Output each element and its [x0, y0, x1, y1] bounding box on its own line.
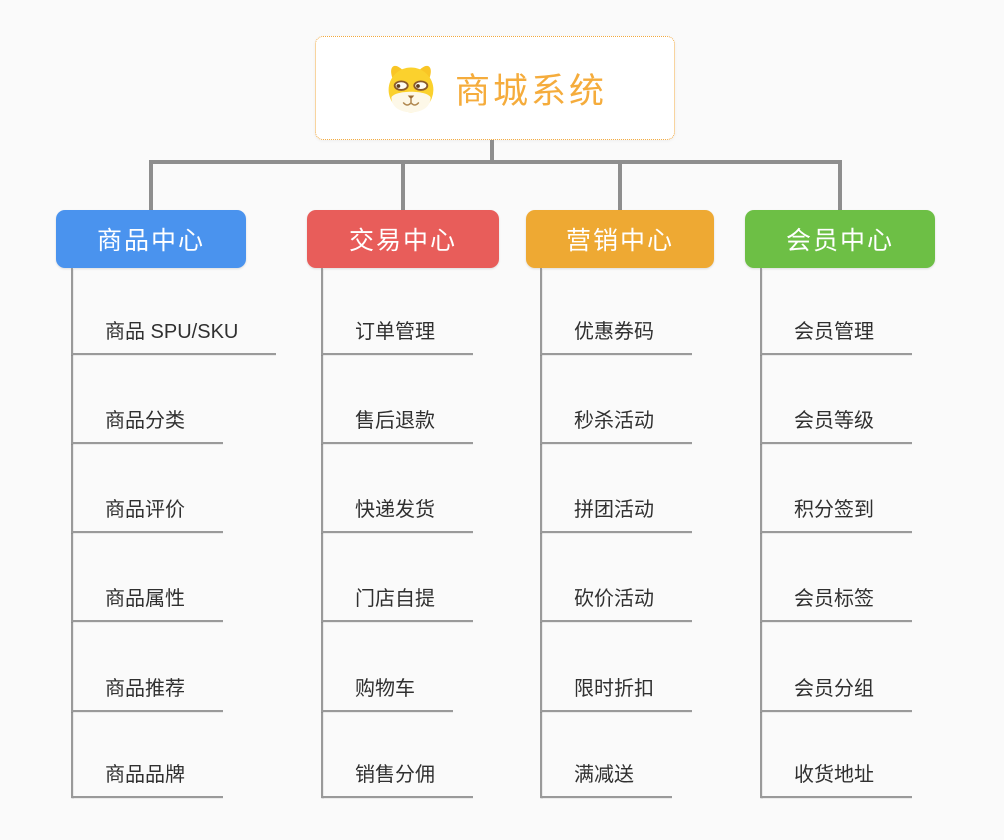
- subtopic-product-attribute[interactable]: 商品属性: [71, 585, 223, 622]
- subtopic-shopping-cart[interactable]: 购物车: [321, 675, 453, 712]
- branch-children-member: 会员管理 会员等级 积分签到 会员标签 会员分组 收货地址: [760, 268, 1004, 802]
- subtopic-group-buying[interactable]: 拼团活动: [540, 496, 692, 533]
- connector-trunk-member: [760, 268, 762, 798]
- subtopic-express-delivery[interactable]: 快递发货: [321, 496, 473, 533]
- subtopic-shipping-address[interactable]: 收货地址: [760, 761, 912, 798]
- branch-product-center[interactable]: 商品中心: [56, 210, 246, 268]
- subtopic-flash-sale[interactable]: 秒杀活动: [540, 407, 692, 444]
- connector-drop-products: [149, 162, 153, 210]
- subtopic-after-sale-refund[interactable]: 售后退款: [321, 407, 473, 444]
- subtopic-coupon-codes[interactable]: 优惠券码: [540, 318, 692, 355]
- connector-root-trunk: [490, 140, 494, 162]
- subtopic-order-management[interactable]: 订单管理: [321, 318, 473, 355]
- subtopic-member-groups[interactable]: 会员分组: [760, 675, 912, 712]
- root-topic-label: 商城系统: [454, 71, 607, 111]
- subtopic-member-management[interactable]: 会员管理: [760, 318, 912, 355]
- subtopic-product-spu-sku[interactable]: 商品 SPU/SKU: [71, 318, 277, 355]
- subtopic-product-category[interactable]: 商品分类: [71, 407, 223, 444]
- subtopic-product-brand[interactable]: 商品品牌: [71, 761, 223, 798]
- connector-drop-members: [838, 162, 842, 210]
- doge-icon: [388, 65, 434, 113]
- subtopic-product-recommend[interactable]: 商品推荐: [71, 675, 223, 712]
- connector-drop-trade: [401, 162, 405, 210]
- subtopic-sales-commission[interactable]: 销售分佣: [321, 761, 473, 798]
- connector-trunk-trade: [321, 268, 323, 798]
- connector-trunk-product: [71, 268, 73, 798]
- connector-rail: [149, 160, 842, 164]
- subtopic-member-level[interactable]: 会员等级: [760, 407, 912, 444]
- subtopic-store-pickup[interactable]: 门店自提: [321, 585, 473, 622]
- connector-trunk-marketing: [540, 268, 542, 798]
- branch-children-trade: 订单管理 售后退款 快递发货 门店自提 购物车 销售分佣: [321, 268, 571, 802]
- subtopic-spend-and-save[interactable]: 满减送: [540, 761, 672, 798]
- branch-marketing-center[interactable]: 营销中心: [526, 210, 714, 268]
- branch-children-product: 商品 SPU/SKU 商品分类 商品评价 商品属性 商品推荐 商品品牌: [71, 268, 321, 802]
- branch-trade-center[interactable]: 交易中心: [307, 210, 499, 268]
- subtopic-bargain-activity[interactable]: 砍价活动: [540, 585, 692, 622]
- subtopic-points-checkin[interactable]: 积分签到: [760, 496, 912, 533]
- subtopic-product-review[interactable]: 商品评价: [71, 496, 223, 533]
- subtopic-limited-time-discount[interactable]: 限时折扣: [540, 675, 692, 712]
- subtopic-member-tags[interactable]: 会员标签: [760, 585, 912, 622]
- connector-drop-marketing: [618, 162, 622, 210]
- branch-children-marketing: 优惠券码 秒杀活动 拼团活动 砍价活动 限时折扣 满减送: [540, 268, 790, 802]
- branch-member-center[interactable]: 会员中心: [745, 210, 935, 268]
- root-topic[interactable]: 商城系统: [315, 36, 675, 140]
